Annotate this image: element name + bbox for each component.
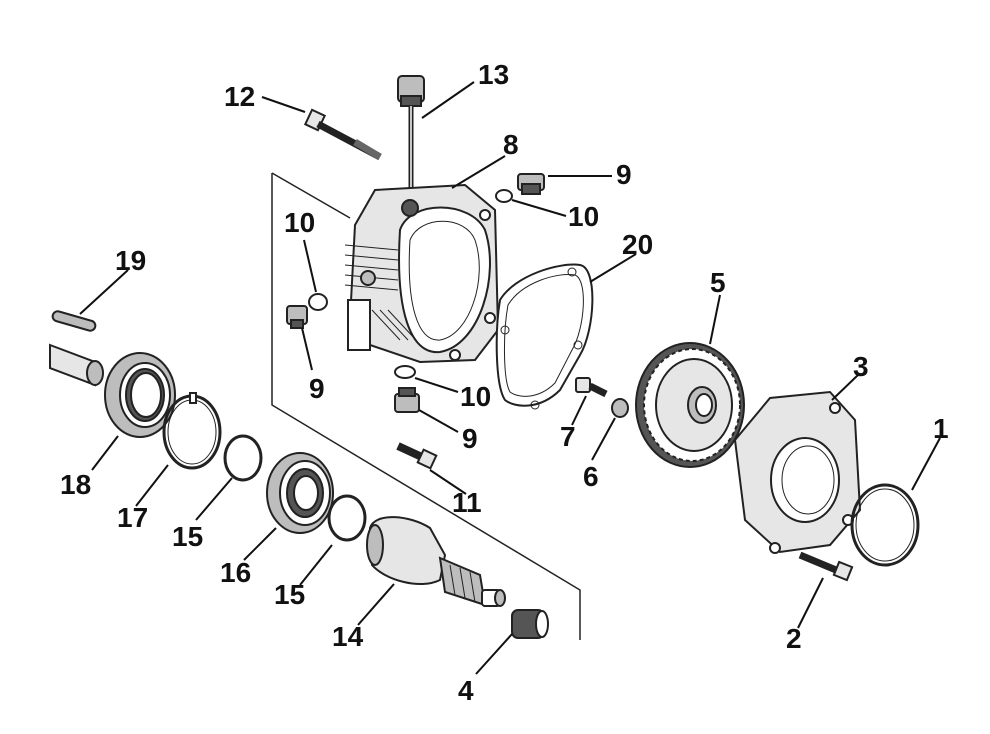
- part-1-o-ring: [850, 483, 920, 567]
- part-17-snap-ring: [162, 392, 222, 470]
- callout-2: 2: [786, 623, 802, 654]
- callout-3: 3: [853, 351, 869, 382]
- callout-8: 8: [503, 129, 519, 160]
- callout-19: 19: [115, 245, 146, 276]
- callout-17: 17: [117, 502, 148, 533]
- part-12-long-bolt: [303, 108, 382, 161]
- callout-10-left: 10: [284, 207, 315, 238]
- callout-9-top: 9: [616, 159, 632, 190]
- part-10-washer-left: [308, 293, 328, 311]
- callout-18: 18: [60, 469, 91, 500]
- part-5-gear: [635, 342, 745, 468]
- callout-13: 13: [478, 59, 509, 90]
- callout-4: 4: [458, 675, 474, 706]
- callout-20: 20: [622, 229, 653, 260]
- part-19-key: [51, 310, 97, 332]
- part-10-washer-top: [495, 189, 513, 203]
- part-9-plug-top: [517, 173, 545, 195]
- part-7-bolt: [575, 377, 608, 398]
- callout-7: 7: [560, 421, 576, 452]
- part-9-plug-lower: [394, 387, 420, 413]
- callout-10-lower: 10: [460, 381, 491, 412]
- part-15-ring-left: [223, 434, 263, 482]
- callout-11: 11: [452, 487, 482, 518]
- callout-15-left: 15: [172, 521, 203, 552]
- part-4-needle-bearing: [511, 609, 549, 639]
- assembly-frame: [271, 172, 581, 640]
- callout-labels: 12 13 8 9 10 10 9 10 9 11 20 5 3 1 2 7 6…: [60, 59, 949, 706]
- part-6-washer: [611, 398, 629, 418]
- input-shaft-stub: [49, 343, 104, 387]
- callout-10-top: 10: [568, 201, 599, 232]
- part-16-bearing: [266, 452, 334, 534]
- part-15-ring-right: [327, 494, 367, 542]
- part-9-plug-left: [286, 305, 308, 329]
- callout-15-right: 15: [274, 579, 305, 610]
- part-2-bolt: [798, 551, 854, 582]
- part-3-adapter: [733, 390, 862, 554]
- callout-14: 14: [332, 621, 364, 652]
- part-10-washer-lower: [394, 365, 416, 379]
- part-20-gasket: [495, 263, 594, 410]
- part-11-bolt: [396, 442, 438, 470]
- part-14-pinion-shaft: [366, 516, 506, 607]
- leader-lines: [79, 81, 941, 675]
- part-8-housing: [344, 183, 500, 364]
- callout-16: 16: [220, 557, 251, 588]
- housing-fins: [344, 244, 417, 341]
- callout-1: 1: [933, 413, 949, 444]
- callout-12: 12: [224, 81, 255, 112]
- part-18-seal: [104, 352, 176, 438]
- callout-6: 6: [583, 461, 599, 492]
- callout-9-lower: 9: [462, 423, 478, 454]
- callout-5: 5: [710, 267, 726, 298]
- part-13-dipstick: [397, 75, 425, 200]
- callout-9-left: 9: [309, 373, 325, 404]
